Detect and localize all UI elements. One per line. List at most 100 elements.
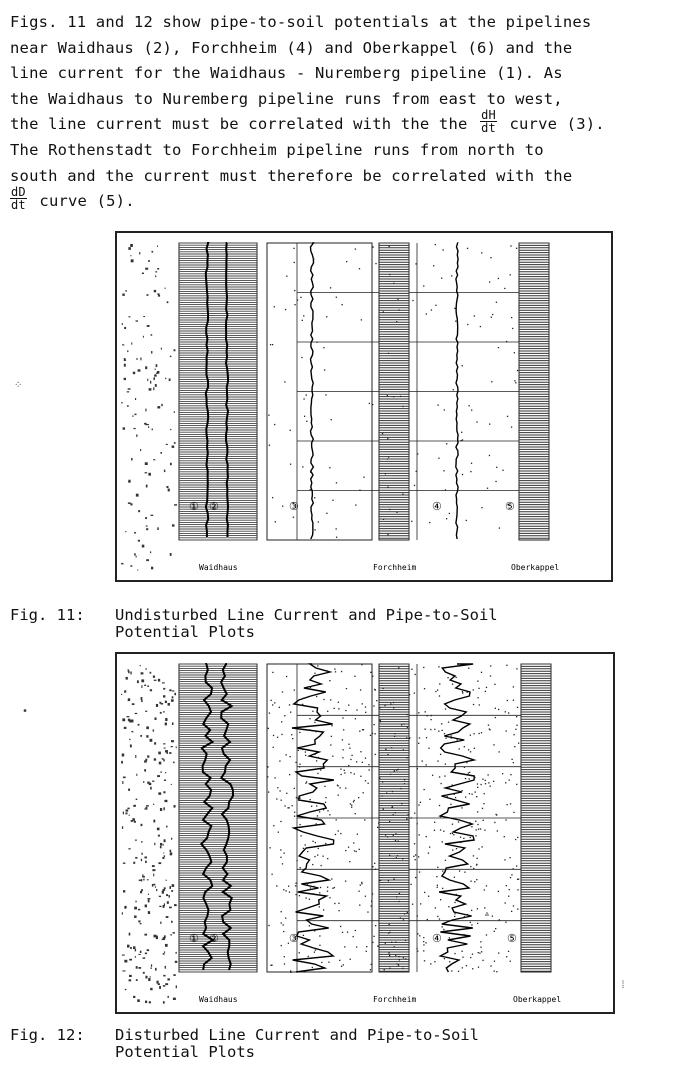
scan-noise-dot <box>139 923 142 925</box>
scan-noise-dot <box>314 497 316 499</box>
scan-noise-dot <box>166 486 169 489</box>
scan-noise-dot <box>141 699 143 703</box>
scan-noise-dot <box>324 785 326 788</box>
scan-noise-dot <box>302 847 305 850</box>
scan-noise-dot <box>271 496 274 499</box>
scan-noise-dot <box>154 742 157 745</box>
scan-noise-dot <box>378 879 381 882</box>
scan-noise-dot <box>135 754 137 758</box>
caption-line-1: Undisturbed Line Current and Pipe-to-Soi… <box>115 606 498 624</box>
scan-noise-dot <box>423 940 425 943</box>
scan-noise-dot <box>375 925 377 927</box>
scan-noise-dot <box>486 912 488 914</box>
scan-noise-dot <box>417 856 420 858</box>
scan-noise-dot <box>490 665 492 667</box>
scan-noise-dot <box>147 755 150 758</box>
scan-noise-dot <box>439 683 441 685</box>
scan-noise-dot <box>163 711 165 713</box>
scan-noise-dot <box>343 769 345 771</box>
scan-noise-dot <box>378 295 380 297</box>
scan-noise-dot <box>451 784 453 786</box>
scan-noise-dot <box>301 319 303 322</box>
scan-noise-dot <box>361 729 364 731</box>
scan-noise-dot <box>411 903 414 905</box>
scan-noise-dot <box>145 668 147 670</box>
scan-noise-dot <box>135 493 139 497</box>
scan-noise-dot <box>267 766 269 768</box>
scan-noise-dot <box>472 703 475 706</box>
scan-noise-dot <box>169 689 172 692</box>
scan-noise-dot <box>299 797 301 799</box>
scan-noise-dot <box>443 958 446 960</box>
scan-noise-dot <box>163 951 166 953</box>
scan-noise-dot <box>476 908 479 910</box>
scan-noise-dot <box>158 792 162 795</box>
scan-noise-dot <box>145 267 149 270</box>
scan-noise-dot <box>298 895 301 897</box>
scan-noise-dot <box>298 952 300 954</box>
scan-noise-dot <box>161 890 164 894</box>
scan-noise-dot <box>423 950 425 952</box>
scan-noise-dot <box>279 760 281 762</box>
scan-noise-dot <box>477 786 479 788</box>
scan-noise-dot <box>143 780 145 784</box>
scan-noise-dot <box>514 838 517 841</box>
scan-noise-dot <box>457 821 460 823</box>
station-label-oberkappel: Oberkappel <box>513 995 561 1004</box>
scan-noise-dot <box>169 849 172 853</box>
scan-noise-dot <box>145 422 147 426</box>
scan-noise-dot <box>387 352 390 354</box>
scan-noise-dot <box>299 867 301 869</box>
scan-noise-dot <box>448 937 451 939</box>
scan-noise-dot <box>285 675 288 678</box>
scan-speck: • <box>22 706 29 717</box>
scan-noise-dot <box>516 369 519 372</box>
scan-noise-dot <box>455 847 458 850</box>
scan-noise-dot <box>463 837 465 840</box>
scan-noise-dot <box>272 746 274 749</box>
scan-noise-dot <box>436 876 438 878</box>
scan-noise-dot <box>311 805 313 807</box>
scan-noise-dot <box>420 903 422 905</box>
scan-noise-dot <box>403 723 405 725</box>
scan-noise-dot <box>285 917 287 919</box>
scan-noise-dot <box>163 743 166 745</box>
scan-noise-dot <box>122 344 125 346</box>
scan-noise-dot <box>366 945 368 948</box>
scan-noise-dot <box>478 704 480 706</box>
scan-noise-dot <box>294 811 296 813</box>
scan-noise-dot <box>516 724 518 726</box>
scan-noise-dot <box>423 285 425 287</box>
scan-noise-dot <box>465 965 468 967</box>
scan-noise-dot <box>501 773 504 775</box>
scan-noise-dot <box>358 268 361 270</box>
scan-noise-dot <box>393 282 395 285</box>
scan-noise-dot <box>276 798 278 800</box>
scan-noise-dot <box>423 666 425 669</box>
scan-noise-dot <box>386 394 388 397</box>
scan-noise-dot <box>144 904 148 908</box>
scan-noise-dot <box>162 889 166 891</box>
scan-noise-dot <box>149 738 153 742</box>
scan-noise-dot <box>461 950 463 952</box>
scan-noise-dot <box>314 753 316 755</box>
scan-noise-dot <box>348 764 350 767</box>
scan-noise-dot <box>126 716 130 718</box>
scan-noise-dot <box>337 785 339 787</box>
scan-noise-dot <box>280 820 282 823</box>
scan-noise-dot <box>516 706 519 708</box>
scan-noise-dot <box>125 676 128 680</box>
scan-noise-dot <box>345 787 347 789</box>
scan-noise-dot <box>162 985 166 987</box>
scan-noise-dot <box>349 958 351 960</box>
scan-noise-dot <box>302 466 304 468</box>
scan-noise-dot <box>450 737 452 739</box>
scan-noise-dot <box>495 301 498 303</box>
scan-noise-dot <box>495 813 497 816</box>
scan-noise-dot <box>382 518 385 520</box>
scan-noise-dot <box>461 807 463 809</box>
scan-noise-dot <box>281 691 284 693</box>
scan-noise-dot <box>498 919 500 921</box>
scan-noise-dot <box>124 905 127 909</box>
scan-noise-dot <box>393 770 396 772</box>
